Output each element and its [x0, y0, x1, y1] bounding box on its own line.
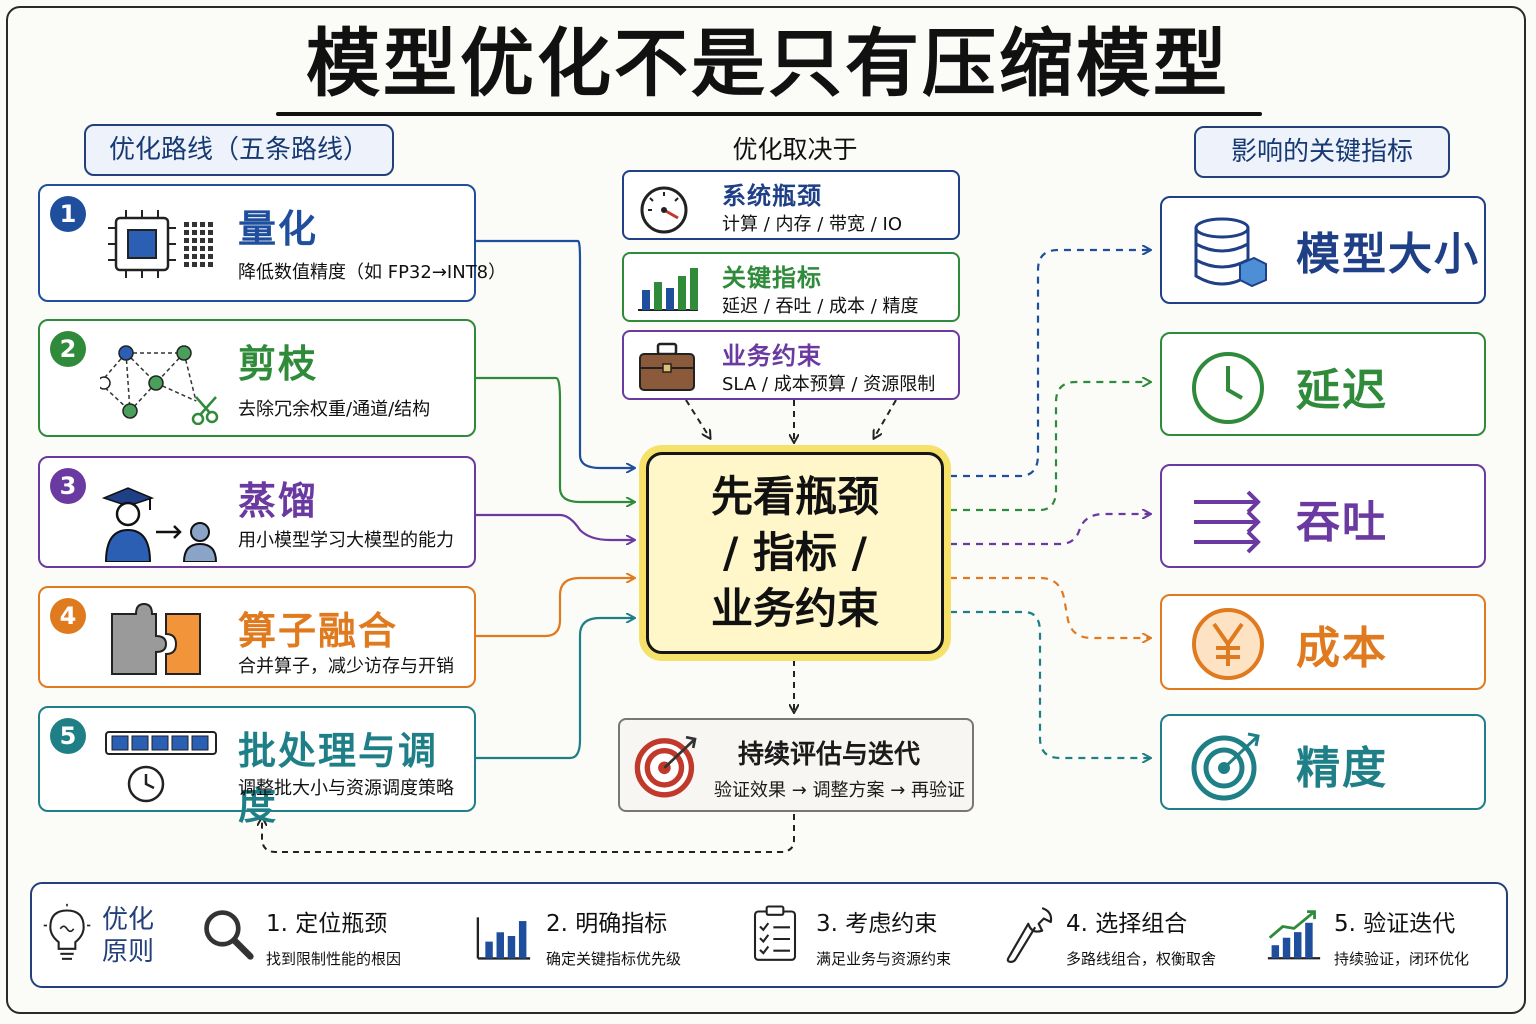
route-number: 1	[50, 196, 86, 232]
arrows-icon	[1194, 490, 1261, 554]
factor-desc: 延迟 / 吞吐 / 成本 / 精度	[722, 296, 919, 317]
iteration-title: 持续评估与迭代	[738, 740, 921, 770]
briefcase-icon	[639, 342, 695, 391]
metric-accuracy: 精度	[1160, 714, 1486, 810]
chip-icon	[108, 210, 213, 278]
route-desc: 用小模型学习大模型的能力	[238, 530, 454, 551]
database-icon	[1194, 217, 1267, 288]
factor-title: 系统瓶颈	[722, 182, 822, 210]
factor-system-bottleneck: 系统瓶颈 计算 / 内存 / 带宽 / IO	[622, 170, 960, 240]
route-desc: 降低数值精度（如 FP32→INT8）	[238, 262, 507, 283]
outer-frame	[6, 6, 1526, 1014]
route-title: 剪枝	[238, 342, 319, 386]
principle-step: 4. 选择组合 多路线组合，权衡取舍	[1066, 904, 1216, 969]
title-underline	[276, 112, 1262, 116]
step-desc: 多路线组合，权衡取舍	[1066, 950, 1217, 968]
network-scissors-icon	[100, 345, 219, 425]
route-title: 蒸馏	[238, 479, 319, 523]
step-title: 5. 验证迭代	[1334, 911, 1456, 937]
metric-label: 延迟	[1296, 365, 1388, 416]
puzzle-icon	[111, 602, 201, 675]
clipboard-icon	[753, 905, 797, 961]
factor-key-metrics: 关键指标 延迟 / 吞吐 / 成本 / 精度	[622, 252, 960, 322]
iteration-box: 持续评估与迭代 验证效果 → 调整方案 → 再验证	[618, 718, 974, 812]
route-number: 2	[50, 331, 86, 367]
route-number: 5	[50, 718, 86, 754]
metric-label: 精度	[1296, 743, 1388, 794]
factor-desc: 计算 / 内存 / 带宽 / IO	[722, 214, 902, 235]
route-title: 量化	[238, 207, 319, 251]
route-quantization: 1 量化 降低数值精度（如 FP32→INT8）	[38, 184, 506, 302]
metric-latency: 延迟	[1160, 332, 1486, 436]
factor-title: 关键指标	[722, 264, 822, 292]
iteration-desc: 验证效果 → 调整方案 → 再验证	[714, 780, 966, 801]
page-title: 模型优化不是只有压缩模型	[306, 21, 1230, 107]
core-decision-box: 先看瓶颈 / 指标 / 业务约束	[646, 452, 944, 654]
step-desc: 确定关键指标优先级	[546, 950, 682, 968]
principles-header: 优化原则	[102, 905, 155, 967]
step-title: 2. 明确指标	[546, 911, 668, 937]
target-icon	[1191, 732, 1260, 801]
bar-chart-icon	[638, 268, 698, 311]
routes-header: 优化路线（五条路线）	[84, 124, 394, 176]
lightbulb-icon	[43, 903, 91, 960]
metric-model-size: 模型大小	[1160, 196, 1486, 304]
route-desc: 合并算子，减少访存与开销	[238, 656, 454, 677]
factor-business-constraints: 业务约束 SLA / 成本预算 / 资源限制	[622, 330, 960, 400]
magnifier-icon	[204, 910, 254, 960]
metric-label: 模型大小	[1296, 229, 1480, 280]
route-number: 3	[50, 468, 86, 504]
gauge-icon	[640, 186, 688, 234]
metric-label: 吞吐	[1296, 497, 1388, 548]
trend-chart-icon	[1267, 910, 1321, 960]
route-operator-fusion: 4 算子融合 合并算子，减少访存与开销	[38, 586, 476, 688]
bar-chart-icon	[476, 917, 531, 960]
route-pruning: 2 剪枝 去除冗余权重/通道/结构	[38, 319, 476, 437]
teacher-student-icon	[101, 487, 218, 562]
step-title: 1. 定位瓶颈	[266, 911, 388, 937]
route-title: 批处理与调度	[238, 729, 439, 828]
metric-label: 成本	[1296, 623, 1388, 674]
metric-cost: 成本	[1160, 594, 1486, 690]
route-desc: 去除冗余权重/通道/结构	[238, 399, 431, 420]
step-desc: 找到限制性能的根因	[266, 950, 402, 968]
principle-step: 1. 定位瓶颈 找到限制性能的根因	[266, 904, 401, 969]
step-desc: 持续验证，闭环优化	[1334, 950, 1470, 968]
batch-clock-icon	[105, 731, 217, 803]
yen-coin-icon	[1192, 608, 1264, 680]
route-title: 算子融合	[238, 609, 399, 653]
route-distillation: 3 蒸馏 用小模型学习大模型的能力	[38, 456, 476, 568]
route-number: 4	[50, 598, 86, 634]
step-desc: 满足业务与资源约束	[816, 950, 952, 968]
core-line: 业务约束	[710, 584, 879, 633]
center-header: 优化取决于	[732, 135, 858, 164]
principle-step: 3. 考虑约束 满足业务与资源约束	[816, 904, 951, 969]
route-desc: 调整批大小与资源调度策略	[238, 778, 454, 799]
route-batching-scheduling: 5 批处理与调度 调整批大小与资源调度策略	[38, 706, 476, 828]
metric-throughput: 吞吐	[1160, 464, 1486, 568]
principle-step: 2. 明确指标 确定关键指标优先级	[546, 904, 681, 969]
target-icon	[634, 735, 697, 798]
clock-icon	[1192, 352, 1264, 424]
metrics-header: 影响的关键指标	[1194, 126, 1450, 178]
core-line: / 指标 /	[723, 528, 867, 577]
step-title: 4. 选择组合	[1066, 911, 1188, 937]
core-line: 先看瓶颈	[710, 472, 879, 521]
wrench-icon	[1006, 907, 1053, 963]
principles-panel: 优化原则 1. 定位瓶颈 找到限制性能的根因 2. 明确指标 确定关键指标优先级…	[30, 882, 1508, 988]
principle-step: 5. 验证迭代 持续验证，闭环优化	[1334, 904, 1469, 969]
factor-title: 业务约束	[722, 342, 822, 370]
step-title: 3. 考虑约束	[816, 911, 938, 937]
factor-desc: SLA / 成本预算 / 资源限制	[722, 374, 936, 395]
